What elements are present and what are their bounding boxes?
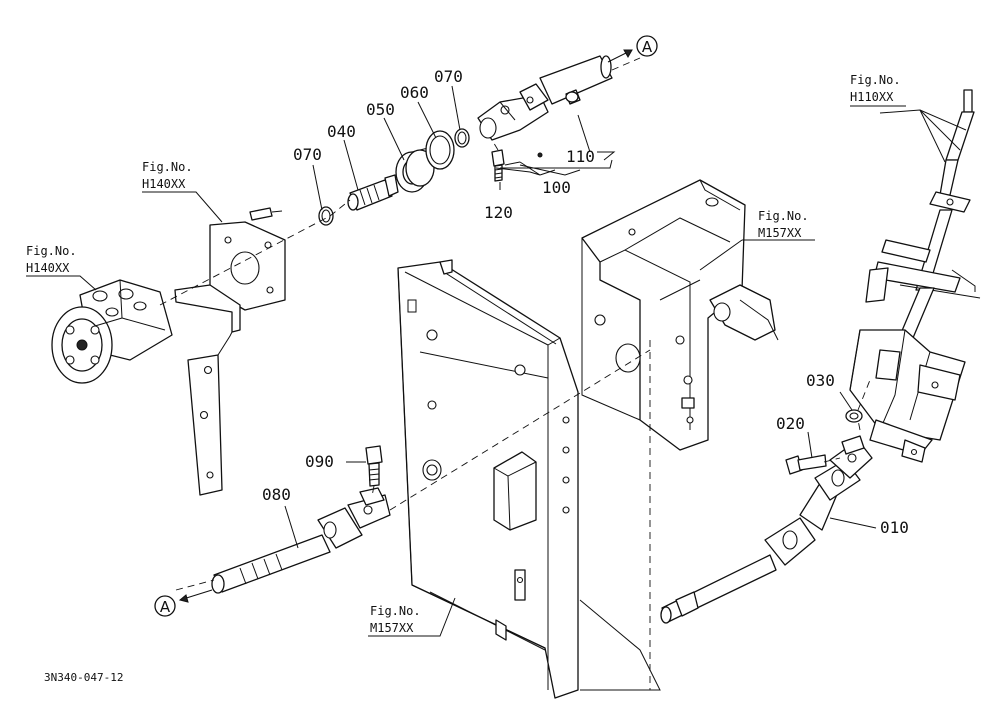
part-number-060: 060 bbox=[400, 83, 429, 102]
bolt-090 bbox=[365, 445, 383, 487]
connector-arrow-bottom bbox=[154, 589, 213, 617]
part-number-070-top: 070 bbox=[434, 67, 463, 86]
shaft-040 bbox=[347, 174, 399, 211]
bolt-120 bbox=[491, 149, 505, 182]
fig-ref-m157-bottom-label: Fig.No. bbox=[370, 604, 421, 618]
fig-ref-h110-label: Fig.No. bbox=[850, 73, 901, 87]
part-number-110: 110 bbox=[566, 147, 595, 166]
fig-ref-m157-top-code: M157XX bbox=[758, 226, 802, 240]
part-number-080: 080 bbox=[262, 485, 291, 504]
washer-030 bbox=[845, 409, 863, 423]
bolt-110 bbox=[565, 91, 579, 103]
fig-ref-m157-bottom-code: M157XX bbox=[370, 621, 414, 635]
assembly-centerlines bbox=[159, 57, 871, 690]
part-number-100: 100 bbox=[542, 178, 571, 197]
bracket-assembly-m157 bbox=[581, 179, 779, 451]
fig-ref-h140-top-label: Fig.No. bbox=[142, 160, 193, 174]
shaft-080 bbox=[211, 487, 391, 594]
leader-lines bbox=[26, 85, 967, 637]
connector-arrow-top bbox=[607, 35, 658, 63]
fig-ref-h140-top-code: H140XX bbox=[142, 177, 186, 191]
connector-label-bottom: A bbox=[160, 598, 171, 616]
steering-column-h110 bbox=[849, 89, 981, 463]
fig-ref-h140-left-code: H140XX bbox=[26, 261, 70, 275]
steering-pump-h140 bbox=[51, 279, 173, 384]
frame-panel-m157 bbox=[397, 259, 661, 699]
part-number-010: 010 bbox=[880, 518, 909, 537]
fig-ref-h140-left-label: Fig.No. bbox=[26, 244, 77, 258]
part-number-050: 050 bbox=[366, 100, 395, 119]
part-number-020: 020 bbox=[776, 414, 805, 433]
part-number-090: 090 bbox=[305, 452, 334, 471]
universal-joint-100 bbox=[477, 55, 613, 158]
part-number-030: 030 bbox=[806, 371, 835, 390]
part-number-120: 120 bbox=[484, 203, 513, 222]
bolt-020 bbox=[785, 454, 827, 475]
fig-ref-h110-code: H110XX bbox=[850, 90, 894, 104]
part-number-040: 040 bbox=[327, 122, 356, 141]
snap-ring-060 bbox=[425, 130, 455, 170]
drawing-code: 3N340-047-12 bbox=[44, 671, 123, 684]
pump-mounting-bracket bbox=[174, 207, 286, 496]
snap-ring-070-left bbox=[318, 206, 334, 226]
connector-label-top: A bbox=[642, 38, 653, 56]
part-number-070-left: 070 bbox=[293, 145, 322, 164]
steering-shaft-010 bbox=[660, 435, 873, 624]
fig-ref-m157-top-label: Fig.No. bbox=[758, 209, 809, 223]
snap-ring-070-top bbox=[454, 128, 470, 148]
